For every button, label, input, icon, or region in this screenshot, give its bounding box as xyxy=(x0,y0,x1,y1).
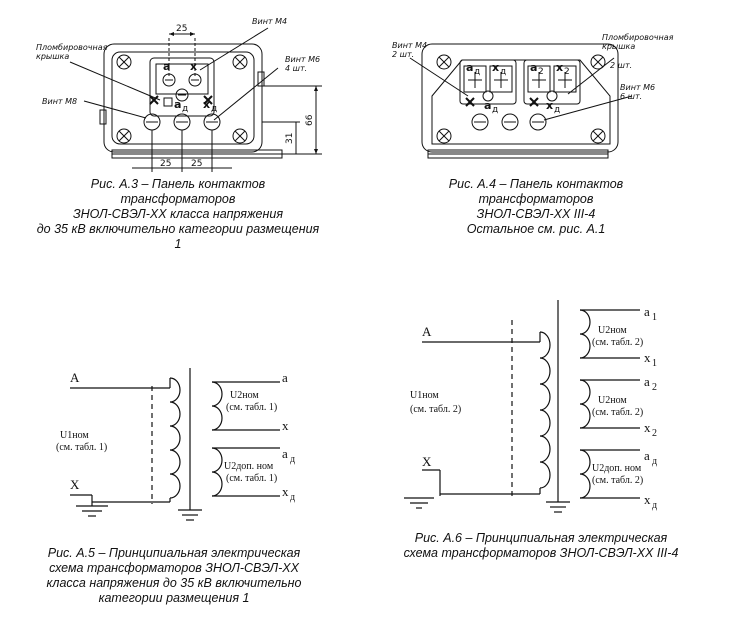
fig-a6-primary-ref: (см. табл. 2) xyxy=(410,404,461,415)
fig-a5-caption-line4: категории размещения 1 xyxy=(98,591,250,605)
fig-a3-caption-line1: Рис. А.3 – Панель контактов xyxy=(90,177,266,191)
fig-a3-term-ad: а xyxy=(174,98,181,111)
fig-a4-term-ad-sub: д xyxy=(474,67,480,77)
fig-a5-caption-line3: класса напряжения до 35 кВ включительно xyxy=(46,576,302,590)
fig-a6-secondary3-label: U2доп. ном xyxy=(592,463,642,474)
fig-a4-caption: Рис. А.4 – Панель контактов трансформато… xyxy=(386,177,686,237)
fig-a3-label-m8: Винт М8 xyxy=(42,97,77,106)
fig-a5-secondary1-ref: (см. табл. 1) xyxy=(226,402,277,413)
fig-a6-terminal-a1: a xyxy=(644,304,650,319)
fig-a6-terminal-ad: a xyxy=(644,448,650,463)
fig-a6-terminal-a2: a xyxy=(644,374,650,389)
fig-a6-caption: Рис. А.6 – Принципиальная электрическая … xyxy=(376,531,706,561)
fig-a6-terminal-x2-sub: 2 xyxy=(652,428,657,439)
fig-a4-term-a2-sub: 2 xyxy=(538,67,544,77)
fig-a5-caption-line1: Рис. А.5 – Принципиальная электрическая xyxy=(47,546,301,560)
fig-a5-terminal-xd-sub: д xyxy=(290,492,295,503)
fig-a5-secondary2-label: U2доп. ном xyxy=(224,461,274,472)
fig-a6-terminal-X: X xyxy=(422,454,432,469)
fig-a4-term-a2: а xyxy=(530,61,537,74)
fig-a5-secondary1-label: U2ном xyxy=(230,390,259,401)
fig-a4-caption-line1: Рис. А.4 – Панель контактов xyxy=(448,177,624,191)
fig-a6-terminal-A: A xyxy=(422,324,432,339)
fig-a3-dim-top: 25 xyxy=(176,24,187,34)
fig-a4-drawing: а д х д а 2 х 2 а д х д Винт М4 2 шт. Пл… xyxy=(392,33,674,159)
fig-a6-secondary2-label: U2ном xyxy=(598,395,627,406)
fig-a5-terminal-a: a xyxy=(282,370,288,385)
fig-a5-schematic: A X U1ном (см. табл. 1) a x U2ном (см. т… xyxy=(56,368,295,521)
fig-a4-label-plomb-2: крышка xyxy=(602,42,635,51)
fig-a5-terminal-ad: a xyxy=(282,446,288,461)
fig-a6-schematic: A X U1ном (см. табл. 2) a 1 x 1 U2ном (с… xyxy=(404,300,657,513)
fig-a6-terminal-xd: x xyxy=(644,492,651,507)
fig-a6-terminal-a2-sub: 2 xyxy=(652,382,657,393)
fig-a3-caption-line4: до 35 кВ включительно категории размещен… xyxy=(36,222,320,236)
fig-a4-term-xd-sub: д xyxy=(500,67,506,77)
fig-a4-term-ad: а xyxy=(466,61,473,74)
fig-a5-terminal-A: A xyxy=(70,370,80,385)
fig-a3-label-m4: Винт М4 xyxy=(252,17,287,26)
fig-a5-caption-line2: схема трансформаторов ЗНОЛ-СВЭЛ-XX xyxy=(49,561,299,575)
fig-a5-secondary2-ref: (см. табл. 1) xyxy=(226,473,277,484)
fig-a3-label-plomb-1: Пломбировочная xyxy=(36,43,108,52)
fig-a4-term-x: х xyxy=(546,99,553,112)
fig-a5-terminal-X: X xyxy=(70,477,80,492)
fig-a4-label-plomb-1: Пломбировочная xyxy=(602,33,674,42)
fig-a6-caption-line1: Рис. А.6 – Принципиальная электрическая xyxy=(414,531,668,545)
fig-a4-term-xd: х xyxy=(492,61,499,74)
fig-a6-secondary1-ref: (см. табл. 2) xyxy=(592,337,643,348)
fig-a3-term-ad-sub: д xyxy=(182,104,188,114)
fig-a3-term-x: х xyxy=(190,60,197,73)
fig-a4-caption-line4: Остальное см. рис. А.1 xyxy=(466,222,606,236)
fig-a5-primary-ref: (см. табл. 1) xyxy=(56,442,107,453)
fig-a3-term-xd-sub: д xyxy=(211,104,217,114)
fig-a6-primary-label: U1ном xyxy=(410,390,439,401)
fig-a4-label-m6-2: 6 шт. xyxy=(620,92,642,101)
fig-a4-term-x2: х xyxy=(556,61,563,74)
fig-a3-label-m6-1: Винт М6 xyxy=(285,55,320,64)
fig-a4-label-m4-2: 2 шт. xyxy=(392,50,414,59)
fig-a5-terminal-ad-sub: д xyxy=(290,454,295,465)
fig-a6-terminal-x1-sub: 1 xyxy=(652,358,657,369)
fig-a5-caption: Рис. А.5 – Принципиальная электрическая … xyxy=(14,546,334,606)
fig-a3-term-xd: х xyxy=(203,98,210,111)
fig-a4-term-a-sub: д xyxy=(492,105,498,115)
fig-a3-term-a: а xyxy=(163,60,170,73)
fig-a3-caption-line3: ЗНОЛ-СВЭЛ-XX класса напряжения xyxy=(72,207,284,221)
fig-a4-label-m4-1: Винт М4 xyxy=(392,41,427,50)
fig-a4-label-plomb-qty: 2 шт. xyxy=(610,61,632,70)
fig-a6-terminal-xd-sub: д xyxy=(652,500,657,511)
fig-a3-caption-line5: 1 xyxy=(174,237,182,251)
fig-a6-terminal-a1-sub: 1 xyxy=(652,312,657,323)
fig-a6-secondary1-label: U2ном xyxy=(598,325,627,336)
fig-a3-caption-line2: трансформаторов xyxy=(120,192,236,206)
fig-a3-dim-bottom-left: 25 xyxy=(160,159,171,169)
fig-a3-dim-31: 31 xyxy=(285,133,295,144)
fig-a3-dim-66: 66 xyxy=(305,114,315,126)
fig-a5-terminal-x: x xyxy=(282,418,289,433)
fig-a6-terminal-ad-sub: д xyxy=(652,456,657,467)
fig-a3-dim-bottom-right: 25 xyxy=(191,159,202,169)
fig-a4-label-m6-1: Винт М6 xyxy=(620,83,655,92)
fig-a6-secondary3-ref: (см. табл. 2) xyxy=(592,475,643,486)
fig-a4-caption-line2: трансформаторов xyxy=(478,192,594,206)
fig-a3-label-m6-2: 4 шт. xyxy=(285,64,307,73)
fig-a4-term-a: а xyxy=(484,99,491,112)
fig-a3-label-plomb-2: крышка xyxy=(36,52,69,61)
fig-a4-term-x2-sub: 2 xyxy=(564,67,570,77)
fig-a6-terminal-x1: x xyxy=(644,350,651,365)
fig-a3-caption: Рис. А.3 – Панель контактов трансформато… xyxy=(8,177,348,252)
fig-a5-primary-label: U1ном xyxy=(60,430,89,441)
fig-a6-caption-line2: схема трансформаторов ЗНОЛ-СВЭЛ-XX III-4 xyxy=(403,546,679,560)
fig-a6-terminal-x2: x xyxy=(644,420,651,435)
fig-a5-terminal-xd: x xyxy=(282,484,289,499)
fig-a4-caption-line3: ЗНОЛ-СВЭЛ-XX III-4 xyxy=(476,207,596,221)
fig-a6-secondary2-ref: (см. табл. 2) xyxy=(592,407,643,418)
fig-a4-term-x-sub: д xyxy=(554,105,560,115)
fig-a3-drawing: 25 25 25 31 66 а х а д х д Пломбировочна… xyxy=(36,17,322,172)
